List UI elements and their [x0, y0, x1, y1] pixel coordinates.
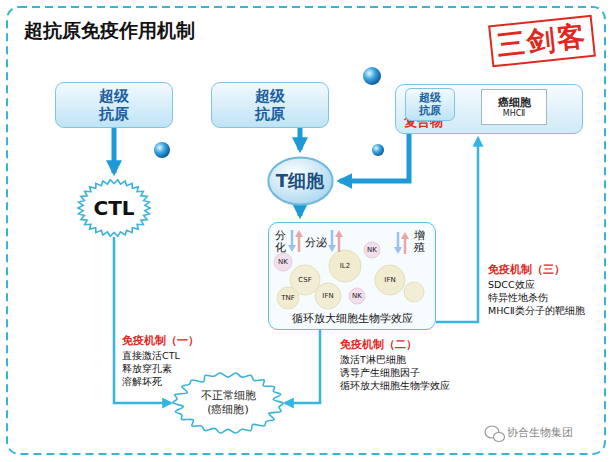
node-text: 超级 抗原 — [96, 87, 132, 123]
node-text: CTL — [93, 196, 134, 220]
cell-label: IFN — [384, 276, 395, 284]
mechanism-line — [285, 330, 320, 403]
trend-label: 增殖 — [414, 230, 425, 254]
decor-ball — [363, 67, 381, 85]
dashed-frame — [7, 7, 605, 454]
antigen-box: 超级 抗原 — [211, 82, 329, 128]
node-text: 不正常细胞 (癌细胞) — [197, 389, 259, 417]
mechanism-heading: 免疫机制（二） — [340, 337, 417, 352]
cancer-cell-box: 癌细胞MHCⅡ — [481, 89, 547, 125]
wechat-icon — [485, 426, 505, 442]
flow-arrow — [298, 128, 303, 150]
mechanism-item: 释放穿孔素 — [122, 363, 172, 376]
trend-label: 分泌 — [305, 235, 327, 250]
trend-label: 分化 — [275, 230, 286, 254]
decor-ball — [372, 144, 384, 156]
cell-label: IL2 — [340, 262, 350, 270]
flow-arrow — [340, 134, 410, 181]
node-text: 超级 抗原 — [252, 87, 288, 123]
cell-label: TNF — [281, 294, 295, 302]
mechanism-item: 激活T淋巴细胞 — [340, 354, 406, 367]
mechanism-item: MHCⅡ类分子的靶细胞 — [488, 305, 585, 318]
cell-label: NK — [352, 292, 362, 300]
node-text: MHCⅡ — [503, 109, 525, 119]
cell-label: NK — [278, 258, 288, 266]
node-text: T细胞 — [276, 169, 324, 193]
stamp: 三剑客 — [488, 15, 596, 68]
abnormal-cell: 不正常细胞 (癌细胞) — [172, 372, 284, 434]
mechanism-heading: 免疫机制（一） — [122, 333, 199, 348]
cell-label: IFN — [322, 292, 333, 300]
mechanism-item: 溶解坏死 — [122, 376, 162, 389]
node-text: 癌细胞 — [498, 96, 531, 109]
mechanism-heading: 免疫机制（三） — [488, 262, 565, 277]
mechanism-item: SDCC效应 — [488, 279, 535, 292]
diagram-title: 超抗原免疫作用机制 — [24, 18, 195, 44]
effect-box: 循环放大细胞生物学效应 — [268, 222, 436, 330]
flow-arrow — [112, 128, 117, 173]
antigen-box: 超级 抗原 — [405, 88, 455, 121]
decor-ball — [154, 142, 170, 158]
cell-label: NK — [367, 246, 377, 254]
ctl-cell: CTL — [77, 179, 151, 237]
mechanism-line — [436, 138, 478, 322]
node-text: 超级 抗原 — [417, 91, 443, 117]
mechanism-item: 直接激活CTL — [122, 350, 180, 363]
mechanism-item: 特异性地杀伤 — [488, 292, 548, 305]
t-cell: T细胞 — [267, 156, 334, 206]
mechanism-item: 循环放大细胞生物学效应 — [340, 380, 450, 393]
flow-arrow — [298, 206, 303, 216]
complex-box: 复合物超级 抗原癌细胞MHCⅡ — [395, 84, 583, 134]
watermark: 协合生物集团 — [507, 425, 573, 440]
mechanism-line — [114, 237, 171, 403]
mechanism-item: 诱导产生细胞因子 — [340, 367, 420, 380]
antigen-box: 超级 抗原 — [55, 82, 173, 128]
node-text: 循环放大细胞生物学效应 — [292, 311, 413, 326]
cell-label: CSF — [298, 276, 311, 284]
